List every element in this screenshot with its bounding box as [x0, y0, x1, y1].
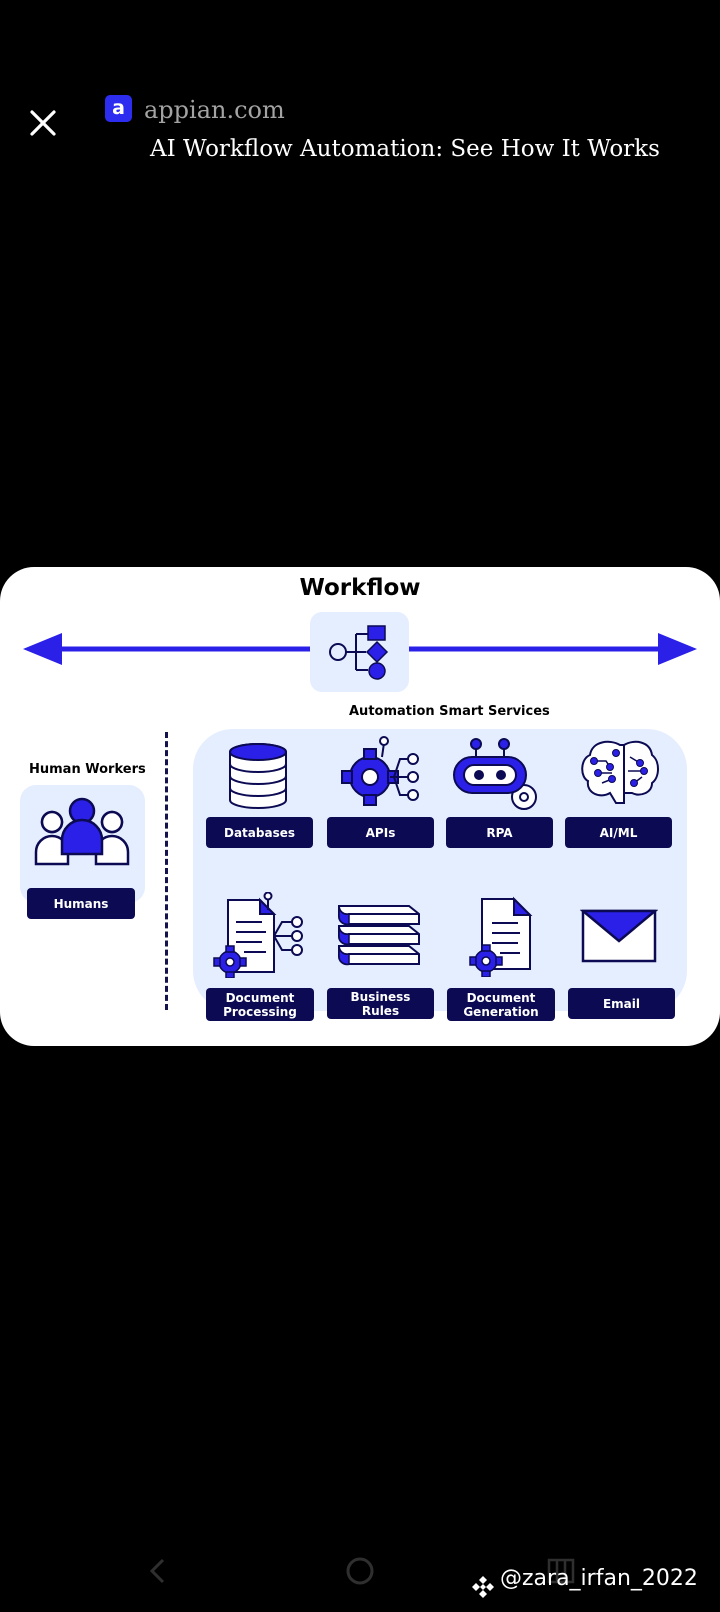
recents-icon[interactable] [546, 1556, 576, 1586]
automation-services-title: Automation Smart Services [349, 704, 550, 719]
humans-icon [34, 797, 130, 866]
workflow-diagram-image: Workflow Automation Smart Services Human… [0, 567, 720, 1046]
service-label-document-processing[interactable]: Document Processing [206, 988, 314, 1021]
document-gear-icon [469, 896, 533, 977]
service-label-document-generation[interactable]: Document Generation [447, 988, 555, 1021]
service-label-rpa[interactable]: RPA [446, 817, 553, 848]
robot-icon [453, 738, 537, 810]
service-label-databases[interactable]: Databases [206, 817, 313, 848]
watermark-text: @zara_irfan_2022 [500, 1566, 698, 1591]
document-gear-network-icon [213, 892, 303, 978]
human-workers-title: Human Workers [29, 762, 146, 777]
service-label-business-rules[interactable]: Business Rules [327, 988, 434, 1019]
service-label-email[interactable]: Email [568, 988, 675, 1019]
diagram-title: Workflow [299, 575, 421, 601]
books-icon [338, 905, 420, 966]
service-label-ai-ml[interactable]: AI/ML [565, 817, 672, 848]
home-icon[interactable] [344, 1555, 376, 1587]
site-domain[interactable]: appian.com [144, 96, 285, 124]
brain-icon [581, 740, 659, 804]
exchange-logo-icon [472, 1576, 494, 1598]
service-label-apis[interactable]: APIs [327, 817, 434, 848]
gear-network-icon [341, 736, 419, 806]
workflow-icon [310, 612, 409, 692]
close-icon[interactable] [22, 102, 62, 142]
database-icon [229, 743, 287, 809]
appian-favicon-icon: a [105, 95, 132, 122]
dashed-divider [165, 732, 168, 1010]
workflow-arrows [23, 633, 697, 665]
page-title[interactable]: AI Workflow Automation: See How It Works [150, 136, 660, 162]
back-icon[interactable] [144, 1556, 172, 1586]
envelope-icon [580, 909, 658, 963]
humans-label[interactable]: Humans [27, 888, 135, 919]
